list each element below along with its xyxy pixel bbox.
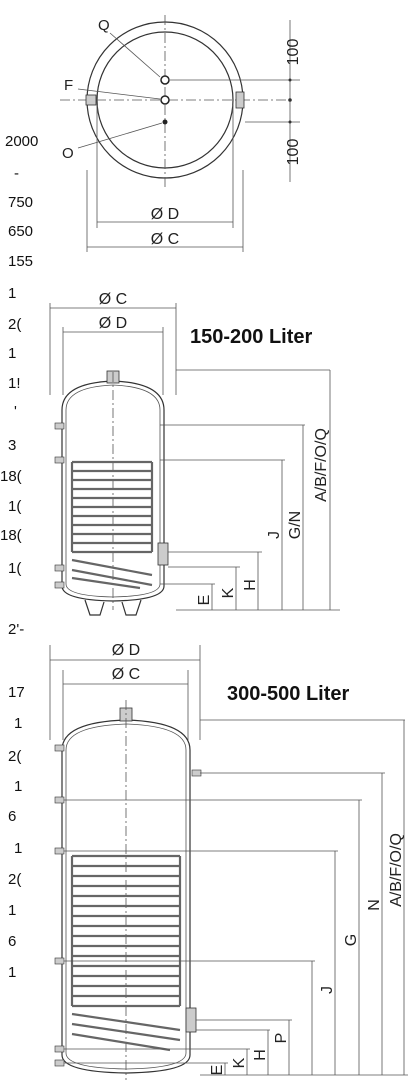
fragment: - [14,165,19,182]
tank-large-port [191,769,202,777]
tank-large-port [54,847,65,855]
dim-label: H [252,1049,269,1061]
tank-small-feet [84,599,142,616]
fragment: 1 [8,902,16,919]
leader-f [77,88,161,100]
fragment: 1( [8,560,21,577]
top-view-handle-right [235,91,245,109]
label-dia-c-large: Ø C [112,666,140,683]
tank-large-port [54,796,65,804]
dim-tick-f [288,98,292,102]
leader-q [109,32,161,78]
connection-f-marker [160,95,170,105]
fragment: 1 [8,285,16,302]
fragment: 2000 [5,133,38,150]
connection-q-marker [160,75,170,85]
top-view: Q F O 100 100 Ø D Ø C [60,15,302,252]
label-dia-d-large: Ø D [112,642,140,659]
dim-label: K [220,587,237,598]
fragment: 2( [8,871,21,888]
fragment: 2( [8,748,21,765]
dim-label: E [196,595,213,606]
fragment: 750 [8,194,33,211]
fragment: 1 [14,715,22,732]
fragment: 1! [8,375,21,392]
connection-o-marker [162,119,168,125]
fragment: 1 [8,345,16,362]
fragment: 18( [0,527,22,544]
dim-label: G/N [287,511,304,539]
tank-small-title: 150-200 Liter [190,326,313,348]
fragment: 1 [14,778,22,795]
fragment: 6 [8,933,16,950]
tank-large-coil [70,854,182,1052]
tank-large-sensor [185,1007,197,1033]
fragment: 2( [8,316,21,333]
tank-large-port [54,1059,65,1067]
fragment: ' [14,403,17,420]
tank-small-inner [65,384,161,598]
dim-label: A/B/F/O/Q [313,428,330,502]
fragment: 17 [8,684,25,701]
fragment: 1 [8,964,16,981]
leader-o [77,122,163,149]
tank-small-port [54,564,65,572]
label-o: O [62,145,74,162]
label-f: F [64,77,73,94]
fragment: 155 [8,253,33,270]
tank-small-port [54,422,65,430]
dim-label: H [242,579,259,591]
tank-large-outer [61,719,191,1074]
dim-label: E [209,1065,226,1076]
dim-label: J [266,531,283,539]
dim-label: J [319,986,336,994]
tank-large-section: 300-500 Liter Ø D Ø C [49,642,408,1080]
fragment: 650 [8,223,33,240]
dim-tick-o [288,120,292,124]
tank-large-port [54,744,65,752]
tank-large-port [54,1045,65,1053]
fragment-column: 2000 - 750 650 155 1 2( 1 1! ' 3 18( 1( … [0,133,38,981]
tank-small-port [54,581,65,589]
label-dia-c-small: Ø C [99,291,127,308]
tank-large-port [54,957,65,965]
fragment: 2'- [8,621,24,638]
dim-label: N [366,899,383,911]
tank-small-coil [70,460,154,590]
dim-label: K [231,1057,248,1068]
dim-label: A/B/F/O/Q [388,833,405,907]
label-dia-d-small: Ø D [99,315,127,332]
fragment: 1( [8,498,21,515]
tank-small-sensor [157,542,169,566]
label-dia-c-top: Ø C [151,231,179,248]
tank-small-port [54,456,65,464]
tank-small-outer [61,380,165,602]
dim-label: G [343,934,360,946]
fragment: 1 [14,840,22,857]
dim-lower-100: 100 [285,139,302,166]
fragment: 6 [8,808,16,825]
dim-tick-q [288,78,292,82]
top-view-handle-left [85,94,97,106]
dim-upper-100: 100 [285,39,302,66]
tank-small-section: 150-200 Liter Ø C Ø D [49,291,340,616]
tank-large-title: 300-500 Liter [227,683,350,705]
label-dia-d-top: Ø D [151,206,179,223]
dim-label: P [273,1033,290,1044]
fragment: 18( [0,468,22,485]
label-q: Q [98,17,110,34]
fragment: 3 [8,437,16,454]
tank-large-inner [65,723,187,1070]
